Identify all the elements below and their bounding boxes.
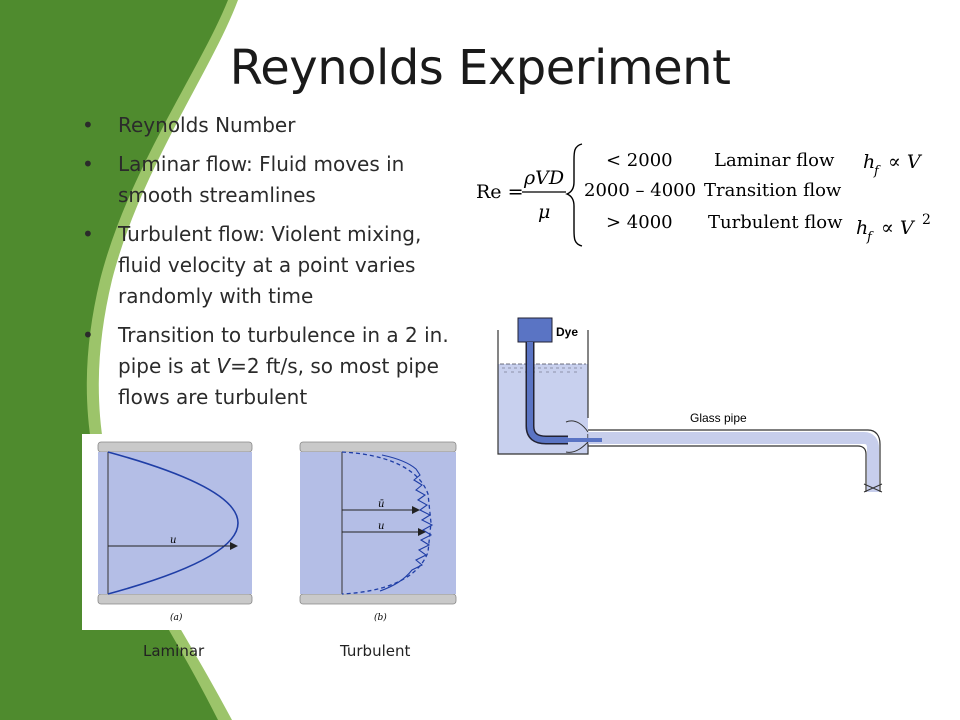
case-loss-turbulent: h	[856, 217, 868, 239]
bullet-text-pre: Transition to turbulence in a 2 in. pipe…	[118, 323, 449, 378]
bullet-text: Reynolds Number	[118, 113, 296, 137]
dye-tube	[527, 342, 568, 443]
arrowhead-icon	[230, 542, 238, 550]
turbulent-panel-label: (b)	[374, 612, 387, 623]
case-range-laminar: < 2000	[606, 150, 673, 171]
formula-brace	[565, 143, 583, 247]
bullet-transition: • Transition to turbulence in a 2 in. pip…	[78, 320, 468, 413]
bullet-list: • Reynolds Number • Laminar flow: Fluid mo…	[78, 110, 468, 421]
bullet-text-italic-v: V	[216, 354, 231, 378]
bullet-text: Laminar flow: Fluid moves in smooth stre…	[118, 152, 405, 207]
bullet-turbulent-flow: • Turbulent flow: Violent mixing, fluid v…	[78, 219, 468, 312]
glass-pipe-bottom-wall	[588, 445, 867, 492]
case-loss-rel-turbulent: ∝ V	[881, 217, 916, 239]
reynolds-formula: Re = ρVD μ < 2000 Laminar flow h f ∝ V 2…	[476, 143, 931, 247]
bullet-text: Turbulent flow: Violent mixing, fluid ve…	[118, 222, 422, 308]
case-loss-laminar: h	[863, 151, 875, 173]
case-loss-sup-turbulent: 2	[922, 212, 931, 228]
slide-title: Reynolds Experiment	[229, 40, 731, 96]
bullet-text-post: =2 ft/s, so most pipe flows are turbulen…	[118, 354, 439, 409]
turbulent-profile-figure: ū u (b)	[299, 441, 457, 623]
formula-lhs: Re =	[476, 181, 524, 203]
bullet-reynolds-number: • Reynolds Number	[78, 110, 468, 141]
bullet-icon: •	[82, 222, 94, 246]
formula-denominator: μ	[538, 201, 550, 223]
velocity-profile-figures: u (a) ū u (b)	[82, 434, 458, 630]
case-range-turbulent: > 4000	[606, 212, 673, 233]
arrowhead-icon	[412, 506, 420, 514]
laminar-parabolic-profile	[107, 451, 239, 595]
bullet-laminar-flow: • Laminar flow: Fluid moves in smooth str…	[78, 149, 468, 211]
glass-pipe-label: Glass pipe	[690, 411, 747, 425]
case-regime-laminar: Laminar flow	[714, 150, 835, 171]
bullet-icon: •	[82, 323, 94, 347]
case-loss-sub-turbulent: f	[866, 230, 874, 245]
turbulent-u-label: u	[378, 521, 384, 532]
turbulent-instantaneous-profile	[379, 454, 434, 592]
arrowhead-icon	[418, 528, 426, 536]
laminar-u-label: u	[170, 535, 176, 546]
laminar-profile-figure: u (a)	[97, 441, 253, 623]
bullet-icon: •	[82, 113, 94, 137]
formula-numerator: ρVD	[523, 167, 564, 189]
turbulent-mean-u-label: ū	[378, 499, 384, 510]
case-range-transition: 2000 – 4000	[584, 180, 696, 201]
laminar-panel-label: (a)	[170, 612, 183, 623]
case-regime-turbulent: Turbulent flow	[708, 212, 843, 233]
reynolds-apparatus: Dye Glass pipe	[497, 317, 883, 493]
case-loss-sub-laminar: f	[873, 164, 881, 179]
caption-laminar: Laminar	[143, 642, 205, 660]
dye-reservoir	[517, 317, 553, 343]
dye-label: Dye	[556, 325, 578, 339]
case-loss-rel-laminar: ∝ V	[888, 151, 923, 173]
caption-turbulent: Turbulent	[340, 642, 411, 660]
turbulent-mean-profile	[341, 451, 432, 595]
valve-icon	[863, 483, 883, 493]
case-regime-transition: Transition flow	[704, 180, 842, 201]
glass-pipe-top-wall	[588, 429, 881, 492]
bullet-icon: •	[82, 152, 94, 176]
